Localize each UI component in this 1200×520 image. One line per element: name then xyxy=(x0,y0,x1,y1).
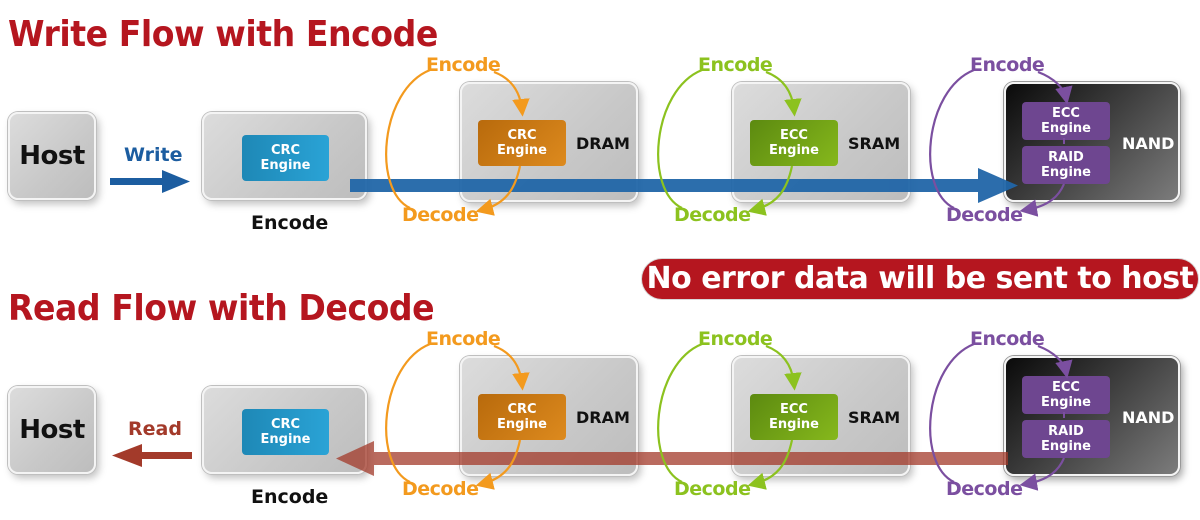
write-dram-crc-engine: CRC Engine xyxy=(478,120,566,166)
write-dram-label: DRAM xyxy=(576,134,630,153)
read-encode-caption: Encode xyxy=(251,486,329,508)
engine-line1: CRC xyxy=(507,128,537,143)
write-encode-caption: Encode xyxy=(251,212,329,234)
write-dram-box: CRC Engine DRAM xyxy=(460,82,638,202)
engine-line2: Engine xyxy=(497,417,547,432)
read-crc-engine: CRC Engine xyxy=(242,409,329,455)
write-sram-ecc-engine: ECC Engine xyxy=(750,120,838,166)
write-host-label: Host xyxy=(19,141,85,171)
no-error-banner: No error data will be sent to host xyxy=(642,259,1198,299)
engine-line1: CRC xyxy=(270,417,301,432)
write-flow-title: Write Flow with Encode xyxy=(8,14,438,55)
write-crc-engine: CRC Engine xyxy=(242,135,329,181)
write-arrow-label: Write xyxy=(124,144,183,166)
write-nand-box: ECC Engine RAID Engine NAND xyxy=(1004,82,1180,202)
write-nand-encode-label: Encode xyxy=(970,54,1045,76)
read-flow-title: Read Flow with Decode xyxy=(8,288,435,329)
write-host-arrow xyxy=(110,170,190,193)
read-host-label: Host xyxy=(19,415,85,445)
engine-line1: ECC xyxy=(780,402,808,417)
write-dram-decode-label: Decode xyxy=(402,204,479,226)
read-arrow-label: Read xyxy=(128,418,182,440)
engine-line2: Engine xyxy=(260,158,311,173)
write-nand-ecc-engine: ECC Engine xyxy=(1022,102,1110,140)
read-nand-decode-label: Decode xyxy=(946,478,1023,500)
read-nand-encode-label: Encode xyxy=(970,328,1045,350)
engine-line2: Engine xyxy=(1041,121,1091,136)
write-nand-decode-label: Decode xyxy=(946,204,1023,226)
engine-line2: Engine xyxy=(1041,439,1091,454)
read-host-box: Host xyxy=(8,386,96,474)
write-sram-box: ECC Engine SRAM xyxy=(732,82,910,202)
write-host-box: Host xyxy=(8,112,96,200)
write-data-arrow xyxy=(350,168,1018,203)
engine-line1: RAID xyxy=(1048,150,1084,165)
engine-line2: Engine xyxy=(260,432,311,447)
read-dram-encode-label: Encode xyxy=(426,328,501,350)
read-dram-label: DRAM xyxy=(576,408,630,427)
write-nand-label: NAND xyxy=(1122,134,1175,153)
write-dram-encode-label: Encode xyxy=(426,54,501,76)
write-sram-label: SRAM xyxy=(848,134,901,153)
read-sram-label: SRAM xyxy=(848,408,901,427)
write-sram-encode-label: Encode xyxy=(698,54,773,76)
read-sram-encode-label: Encode xyxy=(698,328,773,350)
write-sram-decode-label: Decode xyxy=(674,204,751,226)
engine-line2: Engine xyxy=(497,143,547,158)
engine-line1: CRC xyxy=(270,143,301,158)
engine-line2: Engine xyxy=(769,143,819,158)
read-nand-box: ECC Engine RAID Engine NAND xyxy=(1004,356,1180,476)
engine-line1: CRC xyxy=(507,402,537,417)
read-dram-crc-engine: CRC Engine xyxy=(478,394,566,440)
read-dram-decode-label: Decode xyxy=(402,478,479,500)
engine-line1: ECC xyxy=(780,128,808,143)
read-sram-decode-label: Decode xyxy=(674,478,751,500)
read-host-arrow xyxy=(112,444,192,467)
read-dram-box: CRC Engine DRAM xyxy=(460,356,638,476)
write-crc-box: CRC Engine xyxy=(202,112,367,200)
read-nand-label: NAND xyxy=(1122,408,1175,427)
engine-line1: RAID xyxy=(1048,424,1084,439)
read-nand-raid-engine: RAID Engine xyxy=(1022,420,1110,458)
engine-line2: Engine xyxy=(1041,165,1091,180)
engine-line2: Engine xyxy=(1041,395,1091,410)
read-sram-box: ECC Engine SRAM xyxy=(732,356,910,476)
engine-line1: ECC xyxy=(1052,380,1080,395)
read-sram-ecc-engine: ECC Engine xyxy=(750,394,838,440)
write-nand-raid-engine: RAID Engine xyxy=(1022,146,1110,184)
read-nand-ecc-engine: ECC Engine xyxy=(1022,376,1110,414)
engine-line2: Engine xyxy=(769,417,819,432)
read-crc-box: CRC Engine xyxy=(202,386,367,474)
engine-line1: ECC xyxy=(1052,106,1080,121)
